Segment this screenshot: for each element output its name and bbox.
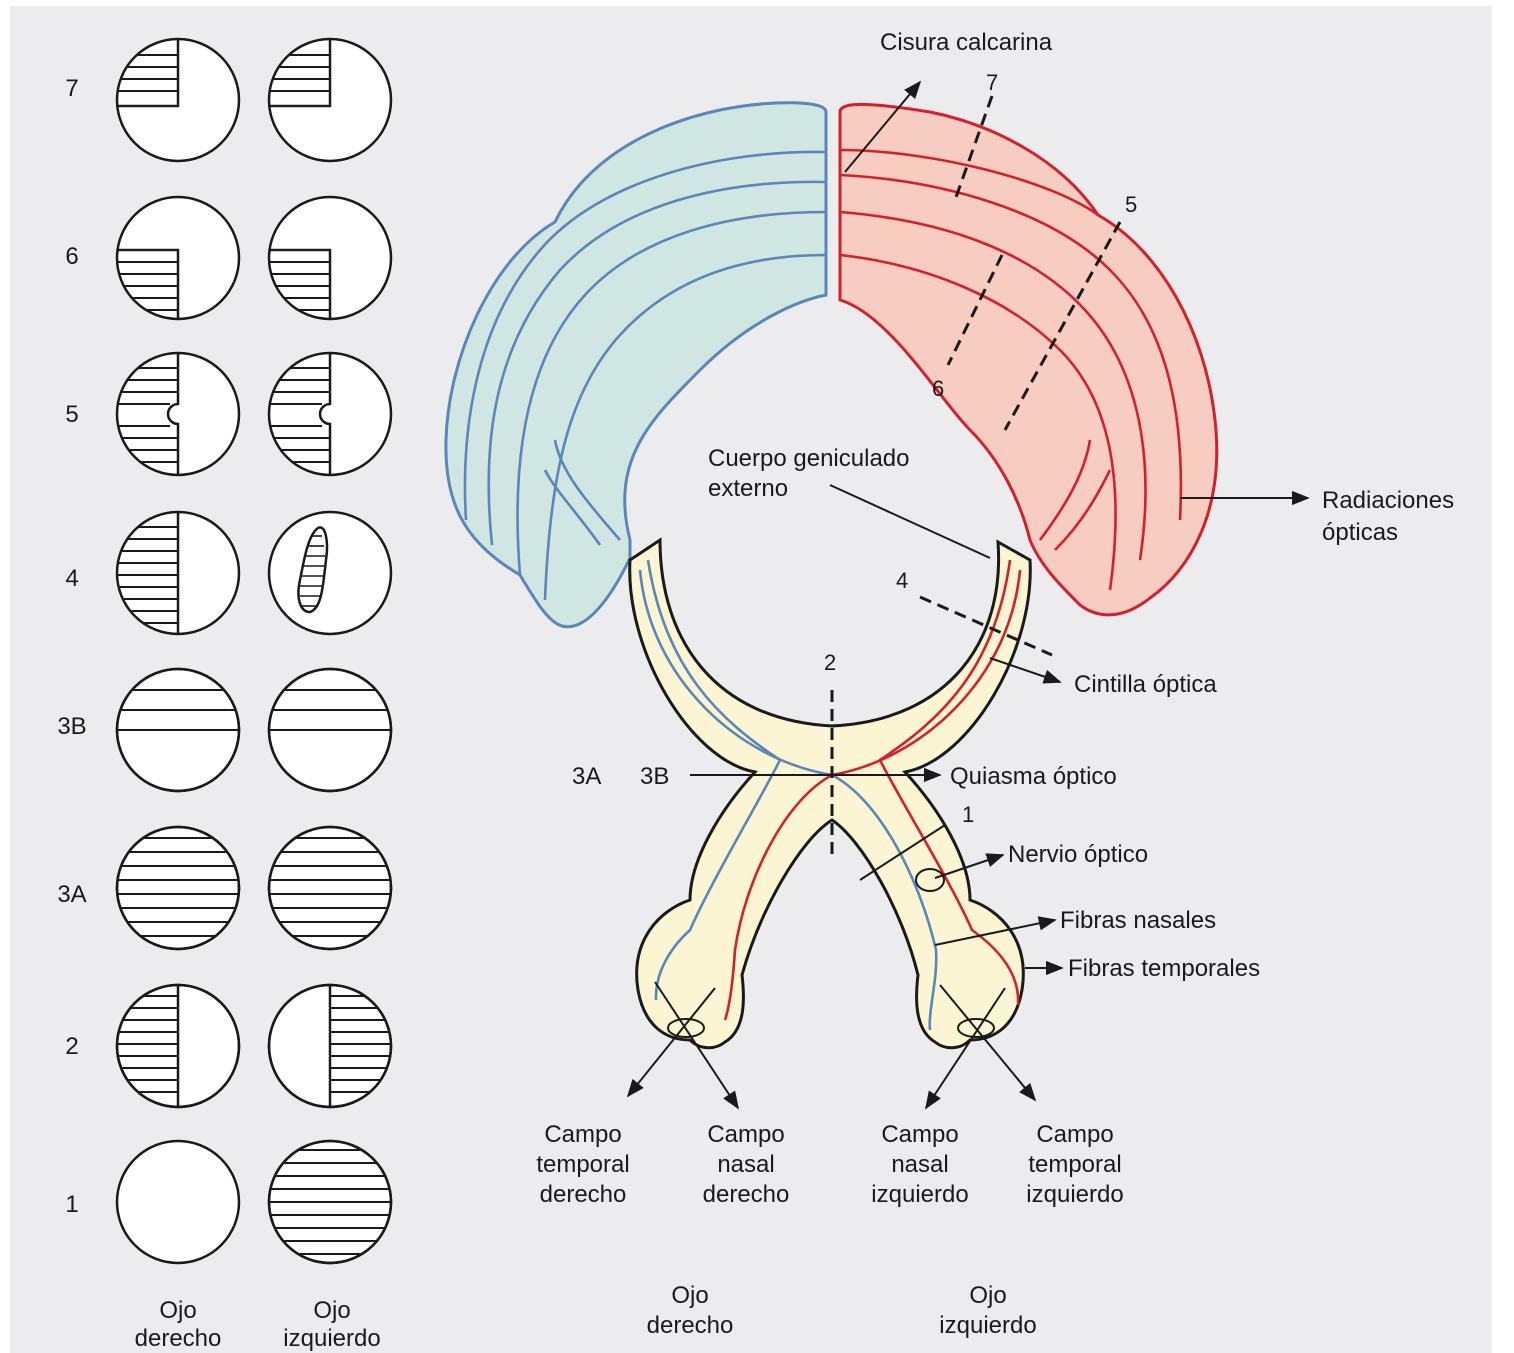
row-label-5: 5 [65, 401, 78, 428]
field-row-4 [110, 512, 391, 634]
row-label-6: 6 [65, 243, 78, 270]
label-radiaciones-line2: ópticas [1322, 519, 1398, 546]
label-nervio-optico: Nervio óptico [1008, 841, 1148, 868]
campo-nasal-izquierdo-l2: nasal [891, 1151, 948, 1178]
field-row-labels: 7 6 5 4 3B 3A 2 1 [57, 75, 86, 1218]
field-row-5 [110, 353, 391, 475]
label-cuerpo-geniculado-line2: externo [708, 475, 788, 502]
campo-nasal-izquierdo-l1: Campo [881, 1121, 958, 1148]
visual-field-panel [110, 39, 398, 1263]
label-lesion-7: 7 [986, 70, 998, 95]
row-label-1: 1 [65, 1191, 78, 1218]
field-row-1 [117, 1141, 398, 1263]
label-cisura-calcarina: Cisura calcarina [880, 29, 1053, 56]
ojo-izquierdo-bottom-l1: Ojo [969, 1282, 1006, 1309]
field-row-7 [110, 39, 391, 161]
col-left-eye-line1: Ojo [313, 1297, 350, 1324]
campo-temporal-izquierdo-l1: Campo [1036, 1121, 1113, 1148]
label-lesion-3b: 3B [640, 763, 669, 790]
campo-temporal-izquierdo-l3: izquierdo [1026, 1181, 1123, 1208]
label-cuerpo-geniculado-line1: Cuerpo geniculado [708, 445, 909, 472]
label-lesion-6: 6 [932, 376, 944, 401]
optic-radiation-red [840, 104, 1217, 614]
label-cintilla-optica: Cintilla óptica [1074, 671, 1217, 698]
label-lesion-2: 2 [824, 650, 836, 675]
ojo-derecho-bottom-l2: derecho [647, 1312, 734, 1339]
campo-temporal-derecho-l2: temporal [536, 1151, 629, 1178]
row-label-7: 7 [65, 75, 78, 102]
ojo-derecho-bottom-l1: Ojo [671, 1282, 708, 1309]
col-right-eye-line1: Ojo [159, 1297, 196, 1324]
label-lesion-4: 4 [896, 568, 908, 593]
campo-nasal-derecho-l2: nasal [717, 1151, 774, 1178]
row-label-2: 2 [65, 1033, 78, 1060]
label-radiaciones-line1: Radiaciones [1322, 487, 1454, 514]
label-lesion-5: 5 [1125, 192, 1137, 217]
col-left-eye-line2: izquierdo [283, 1325, 380, 1352]
campo-temporal-derecho-l1: Campo [544, 1121, 621, 1148]
campo-temporal-izquierdo-l2: temporal [1028, 1151, 1121, 1178]
col-right-eye-line2: derecho [135, 1325, 222, 1352]
campo-temporal-derecho-l3: derecho [540, 1181, 627, 1208]
bottom-field-labels: Campo temporal derecho Campo nasal derec… [536, 1121, 1123, 1339]
field-row-3b [110, 669, 398, 791]
campo-nasal-derecho-l3: derecho [703, 1181, 790, 1208]
label-fibras-nasales: Fibras nasales [1060, 907, 1216, 934]
ojo-izquierdo-bottom-l2: izquierdo [939, 1312, 1036, 1339]
optic-chiasm-structure [630, 540, 1031, 1048]
label-fibras-temporales: Fibras temporales [1068, 955, 1260, 982]
label-lesion-3a: 3A [572, 763, 601, 790]
field-row-3a [110, 827, 398, 949]
campo-nasal-izquierdo-l3: izquierdo [871, 1181, 968, 1208]
column-captions: Ojo derecho Ojo izquierdo [135, 1297, 381, 1352]
field-row-2 [110, 985, 398, 1107]
row-label-4: 4 [65, 565, 78, 592]
optic-radiation-blue [446, 103, 826, 627]
row-label-3a: 3A [57, 881, 86, 908]
row-label-3b: 3B [57, 713, 86, 740]
label-lesion-1: 1 [962, 802, 974, 827]
campo-nasal-derecho-l1: Campo [707, 1121, 784, 1148]
field-row-6 [110, 197, 391, 319]
label-quiasma-optico: Quiasma óptico [950, 763, 1117, 790]
